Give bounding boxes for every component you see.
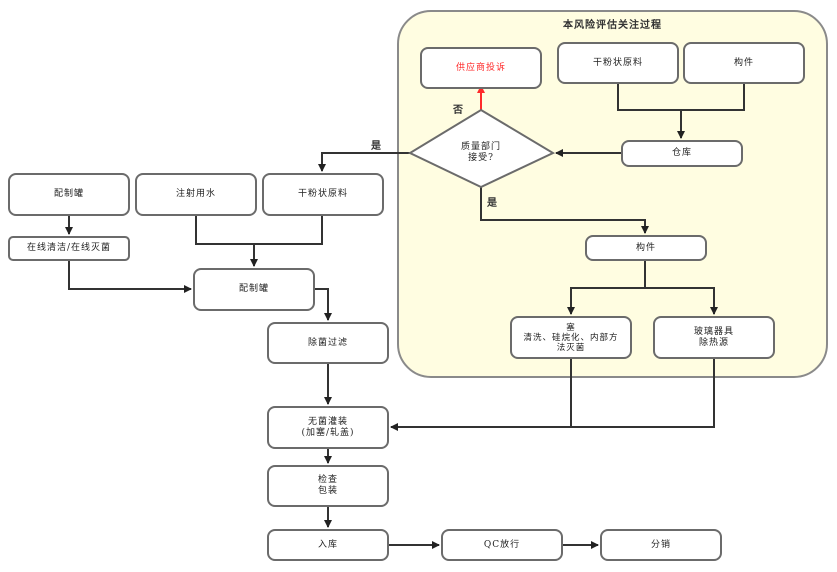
decision-label: 质量部门 接受? <box>460 142 501 163</box>
cip-sip-node[interactable]: 在线清洁/在线灭菌 <box>8 236 130 261</box>
components-node[interactable]: 构件 <box>585 235 707 261</box>
edge-glassware-to-filling <box>390 358 715 431</box>
prep-tank-2-node[interactable]: 配制罐 <box>193 268 315 311</box>
glassware-label: 玻璃器具 除热源 <box>693 326 734 348</box>
qc-release-node[interactable]: QC放行 <box>441 529 563 561</box>
warehouse-label: 仓库 <box>671 148 692 158</box>
warehousing-node[interactable]: 入库 <box>267 529 389 561</box>
supplier-complaint-node[interactable]: 供应商投诉 <box>420 47 542 89</box>
top-powder-label: 干粉状原料 <box>592 57 643 68</box>
inspection-packaging-label: 检查 包装 <box>317 475 338 496</box>
aseptic-filling-label: 无菌灌装 (加塞/轧盖) <box>301 416 355 438</box>
warehouse-node[interactable]: 仓库 <box>621 140 743 167</box>
decision-node[interactable]: 质量部门 接受? <box>436 136 526 170</box>
edge-label-yes-left: 是 <box>371 141 381 152</box>
stopper-node[interactable]: 塞 清洗、硅烷化、内部方 法灭菌 <box>510 316 632 359</box>
qc-release-label: QC放行 <box>483 539 521 550</box>
edge-decision-yes-down <box>480 187 649 234</box>
edge-decision-yes-left <box>318 152 410 172</box>
sterile-filtration-node[interactable]: 除菌过滤 <box>267 322 389 364</box>
warehousing-label: 入库 <box>317 539 338 550</box>
aseptic-filling-node[interactable]: 无菌灌装 (加塞/轧盖) <box>267 406 389 449</box>
cip-sip-label: 在线清洁/在线灭菌 <box>26 243 112 253</box>
top-powder-node[interactable]: 干粉状原料 <box>557 42 679 84</box>
top-components-node[interactable]: 构件 <box>683 42 805 84</box>
edge-label-no: 否 <box>453 105 463 116</box>
edge-top-powder-to-merge <box>617 83 681 111</box>
components-label: 构件 <box>635 242 656 253</box>
edge-powder-to-merge <box>254 215 323 245</box>
inspection-packaging-node[interactable]: 检查 包装 <box>267 465 389 507</box>
sterile-filtration-label: 除菌过滤 <box>307 337 348 348</box>
prep-tank-1-node[interactable]: 配制罐 <box>8 173 130 216</box>
edge-top-components-to-merge <box>681 83 745 111</box>
edge-split-to-glassware <box>645 287 718 315</box>
powder-node[interactable]: 干粉状原料 <box>262 173 384 216</box>
edge-wfi-to-merge <box>195 215 254 245</box>
top-components-label: 构件 <box>733 57 754 68</box>
wfi-label: 注射用水 <box>175 189 216 199</box>
edge-split-to-stopper <box>567 287 645 315</box>
powder-label: 干粉状原料 <box>297 189 348 199</box>
region-title: 本风险评估关注过程 <box>563 20 662 31</box>
glassware-node[interactable]: 玻璃器具 除热源 <box>653 316 775 359</box>
prep-tank-1-label: 配制罐 <box>53 189 84 199</box>
edge-label-yes-down: 是 <box>487 198 497 209</box>
distribution-label: 分销 <box>650 539 671 550</box>
prep-tank-2-label: 配制罐 <box>238 284 269 294</box>
wfi-node[interactable]: 注射用水 <box>135 173 257 216</box>
edge-cip-to-prep2 <box>68 260 192 293</box>
decision-diamond <box>407 108 556 189</box>
supplier-complaint-label: 供应商投诉 <box>455 62 506 73</box>
stopper-label: 塞 清洗、硅烷化、内部方 法灭菌 <box>523 322 619 353</box>
distribution-node[interactable]: 分销 <box>600 529 722 561</box>
edge-prep2-to-filtration <box>315 288 332 321</box>
